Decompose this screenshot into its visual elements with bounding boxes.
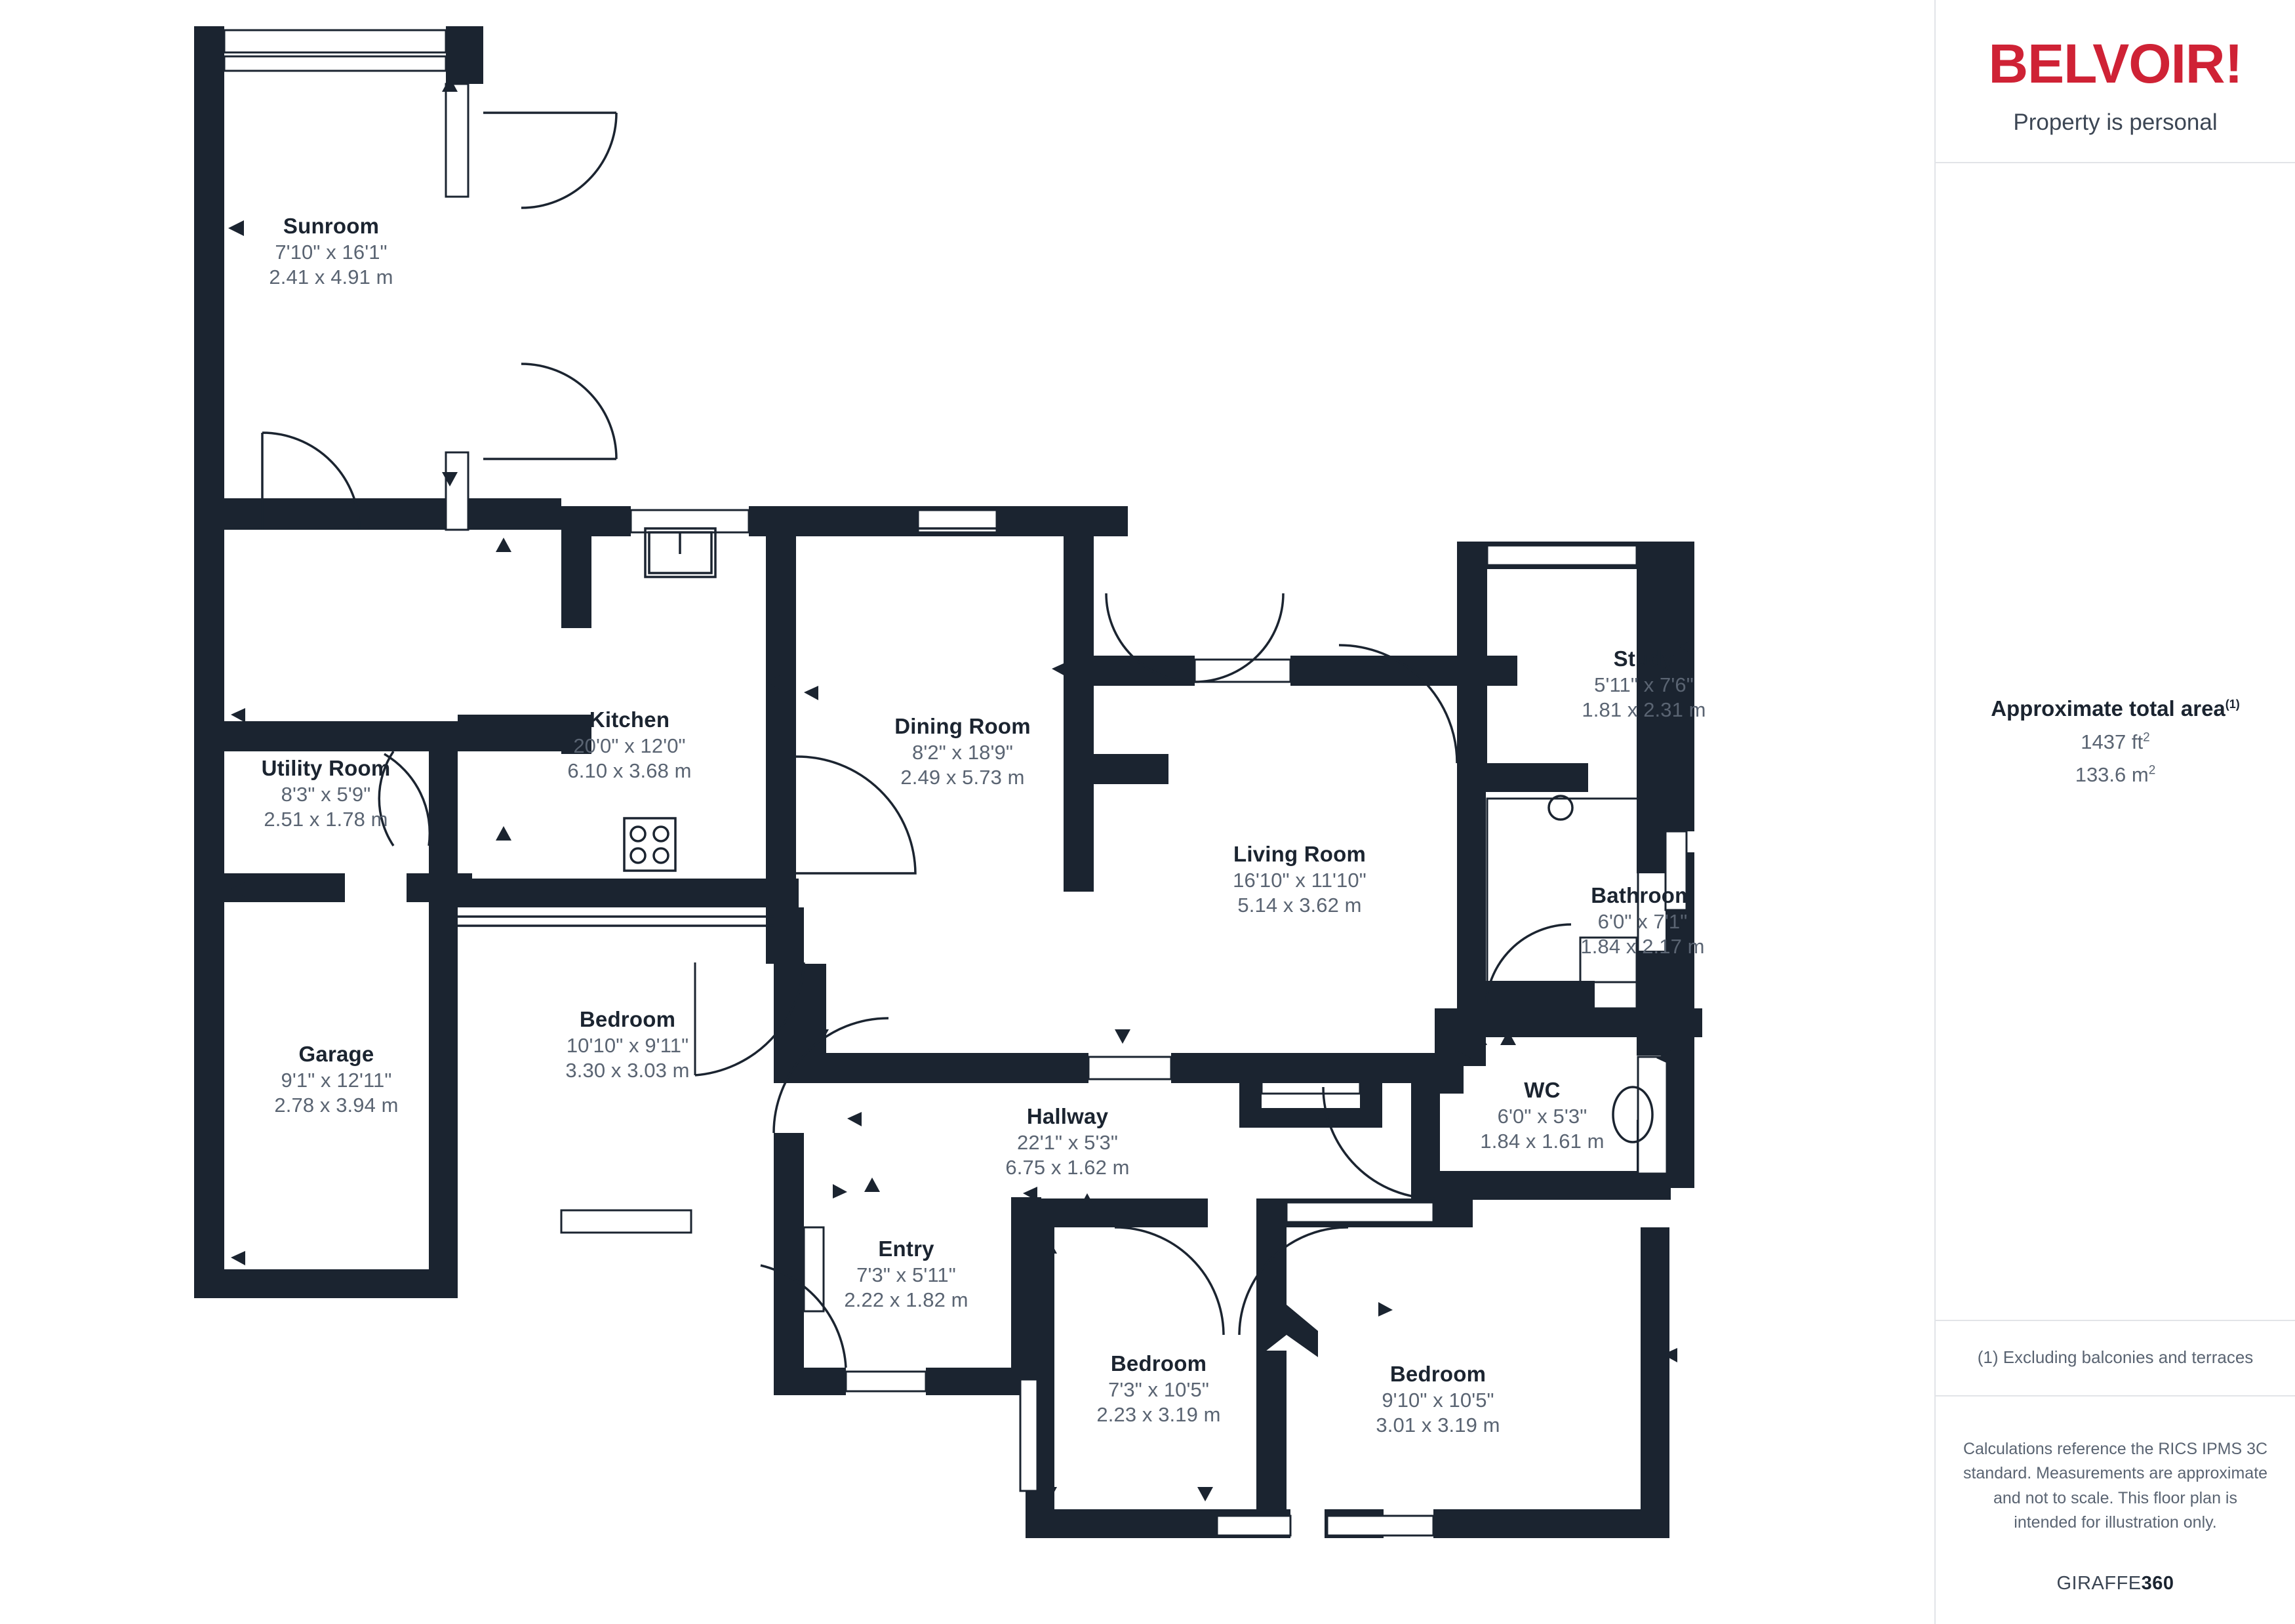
- room-label-entry: Entry 7'3" x 5'11" 2.22 x 1.82 m: [844, 1236, 968, 1313]
- door-group: [261, 111, 1572, 1368]
- provider-logo: GIRAFFE360: [1962, 1570, 2269, 1598]
- room-dimension-imperial: 7'10" x 16'1": [275, 240, 388, 264]
- window-group: [223, 29, 1688, 1537]
- room-name: Living Room: [1233, 842, 1367, 866]
- footnote-text: (1) Excluding balconies and terraces: [1977, 1347, 2254, 1367]
- room-dimension-metric: 2.49 x 5.73 m: [900, 766, 1025, 789]
- room-dimension-metric: 2.41 x 4.91 m: [269, 266, 393, 289]
- room-label-bathroom: Bathroom 6'0" x 7'1" 1.84 x 2.17 m: [1580, 882, 1704, 960]
- total-area-imperial: 1437 ft2: [2081, 730, 2149, 754]
- brand-block: BELVOIR! Property is personal: [1936, 0, 2295, 163]
- room-name: Bedroom: [579, 1007, 676, 1031]
- total-area-block: Approximate total area(1) 1437 ft2 133.6…: [1936, 163, 2295, 1320]
- room-dimension-imperial: 8'2" x 18'9": [912, 740, 1013, 764]
- room-dimension-imperial: 22'1" x 5'3": [1017, 1130, 1118, 1154]
- toilet-icon: [1612, 1086, 1654, 1143]
- room-label-kitchen: Kitchen 20'0" x 12'0" 6.10 x 3.68 m: [567, 707, 691, 784]
- total-area-imperial-value: 1437 ft: [2081, 730, 2144, 753]
- room-dimension-metric: 1.84 x 2.17 m: [1580, 935, 1705, 959]
- disclaimer-block: Calculations reference the RICS IPMS 3C …: [1936, 1395, 2295, 1624]
- room-dimension-metric: 1.81 x 2.31 m: [1582, 698, 1706, 722]
- room-dimension-imperial: 20'0" x 12'0": [573, 734, 686, 757]
- room-dimension-metric: 3.01 x 3.19 m: [1376, 1414, 1500, 1437]
- total-area-metric: 133.6 m2: [2075, 763, 2156, 787]
- room-dimension-imperial: 7'3" x 10'5": [1108, 1377, 1209, 1401]
- room-name: Entry: [878, 1237, 934, 1261]
- room-dimension-metric: 2.78 x 3.94 m: [274, 1094, 399, 1117]
- room-label-living-room: Living Room 16'10" x 11'10" 5.14 x 3.62 …: [1233, 841, 1367, 919]
- room-label-hallway: Hallway 22'1" x 5'3" 6.75 x 1.62 m: [1005, 1103, 1129, 1181]
- room-label-sunroom: Sunroom 7'10" x 16'1" 2.41 x 4.91 m: [269, 213, 393, 290]
- room-dimension-imperial: 6'0" x 7'1": [1597, 909, 1688, 933]
- room-dimension-metric: 1.84 x 1.61 m: [1480, 1130, 1605, 1153]
- room-name: Hallway: [1026, 1104, 1109, 1128]
- room-dimension-imperial: 7'3" x 5'11": [856, 1263, 956, 1286]
- total-area-metric-value: 133.6 m: [2075, 762, 2149, 786]
- room-name: Utility Room: [261, 756, 391, 780]
- room-dimension-metric: 2.51 x 1.78 m: [264, 808, 388, 831]
- room-name: Dining Room: [894, 714, 1031, 738]
- room-dimension-metric: 6.75 x 1.62 m: [1005, 1156, 1130, 1179]
- disclaimer-text: Calculations reference the RICS IPMS 3C …: [1963, 1439, 2268, 1532]
- room-name: WC: [1524, 1078, 1561, 1102]
- room-label-dining-room: Dining Room 8'2" x 18'9" 2.49 x 5.73 m: [894, 713, 1031, 791]
- room-name: Bathroom: [1591, 883, 1694, 907]
- info-sidebar: BELVOIR! Property is personal Approximat…: [1934, 0, 2295, 1624]
- brand-tagline: Property is personal: [2013, 109, 2218, 135]
- provider-logo-light: GIRAFFE: [2056, 1572, 2142, 1594]
- room-label-bedroom-1: Bedroom 10'10" x 9'11" 3.30 x 3.03 m: [565, 1006, 689, 1084]
- total-area-title: Approximate total area(1): [1991, 696, 2240, 721]
- room-dimension-imperial: 10'10" x 9'11": [566, 1033, 689, 1057]
- room-label-study: Study 5'11" x 7'6" 1.81 x 2.31 m: [1582, 646, 1706, 723]
- room-dimension-metric: 5.14 x 3.62 m: [1237, 894, 1362, 917]
- room-label-bedroom-2: Bedroom 7'3" x 10'5" 2.23 x 3.19 m: [1096, 1351, 1220, 1428]
- room-dimension-imperial: 6'0" x 5'3": [1497, 1104, 1587, 1128]
- total-area-title-text: Approximate total area: [1991, 696, 2225, 721]
- room-dimension-imperial: 8'3" x 5'9": [281, 782, 371, 806]
- room-dimension-metric: 3.30 x 3.03 m: [565, 1059, 690, 1082]
- provider-logo-bold: 360: [2141, 1572, 2174, 1594]
- room-dimension-imperial: 16'10" x 11'10": [1233, 868, 1367, 892]
- room-dimension-imperial: 9'10" x 10'5": [1382, 1388, 1494, 1412]
- basin-icon: [1547, 795, 1574, 821]
- room-dimension-metric: 2.23 x 3.19 m: [1096, 1403, 1221, 1427]
- room-dimension-imperial: 5'11" x 7'6": [1594, 673, 1694, 696]
- room-name: Kitchen: [589, 707, 670, 732]
- total-area-footnote-marker: (1): [2225, 697, 2240, 711]
- room-label-wc: WC 6'0" x 5'3" 1.84 x 1.61 m: [1480, 1077, 1604, 1155]
- room-dimension-metric: 2.22 x 1.82 m: [844, 1288, 968, 1312]
- total-area-imperial-unit-sup: 2: [2143, 730, 2150, 745]
- room-label-garage: Garage 9'1" x 12'11" 2.78 x 3.94 m: [274, 1041, 398, 1119]
- fireplace-icon: [1260, 1056, 1361, 1095]
- brand-logo-text: BELVOIR!: [1988, 33, 2243, 94]
- room-name: Bedroom: [1389, 1362, 1487, 1386]
- room-name: Study: [1613, 646, 1675, 671]
- room-dimension-metric: 6.10 x 3.68 m: [567, 759, 692, 783]
- hob-icon: [623, 817, 677, 872]
- room-name: Sunroom: [283, 214, 380, 238]
- room-label-utility-room: Utility Room 8'3" x 5'9" 2.51 x 1.78 m: [262, 755, 391, 833]
- room-dimension-imperial: 9'1" x 12'11": [281, 1068, 392, 1092]
- room-label-bedroom-3: Bedroom 9'10" x 10'5" 3.01 x 3.19 m: [1376, 1361, 1500, 1438]
- fixture-group: [458, 527, 1666, 1143]
- total-area-metric-unit-sup: 2: [2148, 763, 2156, 778]
- room-name: Garage: [298, 1042, 374, 1066]
- wall-group: [194, 26, 1702, 1538]
- floorplan-drawing: [194, 26, 1702, 1538]
- room-name: Bedroom: [1110, 1351, 1207, 1376]
- floorplan-canvas: Sunroom 7'10" x 16'1" 2.41 x 4.91 m Util…: [194, 26, 1706, 1538]
- footnote-block: (1) Excluding balconies and terraces: [1936, 1319, 2295, 1395]
- dimension-arrow-group: [228, 77, 1693, 1501]
